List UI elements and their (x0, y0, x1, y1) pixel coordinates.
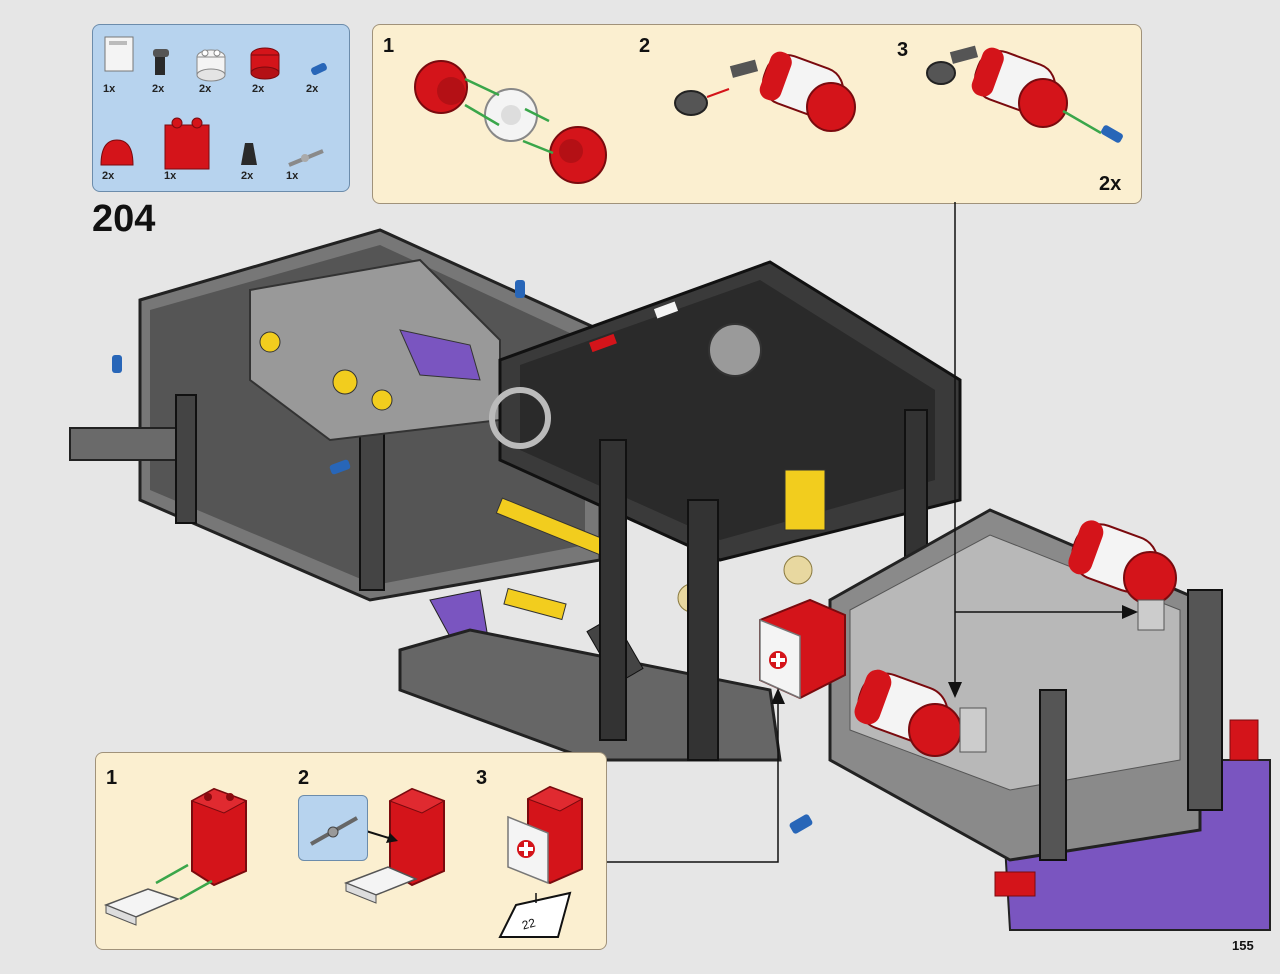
pin-connector-icon (153, 49, 169, 75)
yellow-gear-parts (495, 469, 826, 621)
red-round-brick-icon (250, 47, 280, 80)
black-cone-icon (241, 143, 257, 165)
part-qty: 1x (164, 170, 177, 182)
part-qty: 2x (252, 83, 265, 95)
parts-list-art (100, 36, 327, 170)
sub-step-3-label: 3 (897, 39, 909, 61)
red-white-cylinder-icon (759, 51, 856, 132)
sub-step-1-label: 1 (106, 767, 118, 789)
callout-arrow (365, 830, 398, 843)
vertical-frame (599, 409, 928, 761)
tile-sticker-icon (104, 36, 134, 72)
step-number: 204 (92, 198, 156, 240)
sub-assembly-multiplier: 2x (1099, 173, 1122, 195)
sub-assembly-bottom-art (103, 785, 584, 938)
page-number: 155 (1232, 938, 1254, 953)
first-aid-box (507, 815, 549, 885)
assembly-arrow (464, 77, 554, 155)
part-qty: 1x (103, 83, 116, 95)
red-brick-2x2-icon (190, 787, 248, 887)
sub-assembly-top-panel: 1 2 3 2x (372, 24, 1142, 204)
tank-lower-left (854, 669, 987, 757)
part-qty: 2x (152, 83, 165, 95)
red-white-cylinder-icon (971, 47, 1068, 128)
sub-step-2-label: 2 (298, 767, 310, 789)
parts-list-panel: 1x 2x 2x 2x 2x 2x 1x 2x 1x (92, 24, 350, 192)
white-round-brick-icon (196, 49, 226, 82)
tile-sticker-icon (103, 888, 181, 926)
red-round-brick-icon (414, 60, 468, 114)
black-cone-icon (674, 88, 730, 116)
tank-upper-right (1068, 520, 1177, 631)
blue-axle-pin-icon (311, 62, 327, 76)
grey-antenna-icon (310, 816, 358, 846)
callout-lines (605, 202, 1130, 863)
sub-step-2-label: 2 (639, 35, 651, 57)
grey-antenna-icon (288, 149, 324, 167)
white-round-brick-icon (484, 88, 538, 142)
red-brick-2x2-icon (164, 117, 210, 170)
pin-connector-icon (729, 59, 759, 78)
part-qty: 1x (286, 170, 299, 182)
part-qty: 2x (241, 170, 254, 182)
part-qty: 2x (102, 170, 115, 182)
black-cone-icon (926, 45, 979, 85)
part-qty: 2x (306, 83, 319, 95)
sub-step-1-label: 1 (383, 35, 395, 57)
lower-beams (398, 615, 782, 762)
first-aid-box (759, 598, 846, 700)
blue-axle-pin-icon (1062, 109, 1123, 143)
part-qty: 2x (199, 83, 212, 95)
sticker-sheet-icon (498, 891, 572, 938)
sub-assembly-bottom-panel: 1 2 3 22 (95, 752, 607, 950)
red-brick-2x2-icon (388, 787, 446, 887)
sub-assembly-top-art (414, 45, 1123, 184)
sub-step-3-label: 3 (476, 767, 488, 789)
callout-arrowheads (771, 605, 1138, 704)
tile-sticker-icon (343, 866, 418, 904)
red-dome-icon (100, 139, 134, 166)
blue-pins (112, 280, 813, 834)
red-round-brick-icon (549, 126, 607, 184)
assembly-arrow (155, 863, 213, 901)
antenna-callout (298, 795, 368, 861)
engine-block (249, 258, 501, 442)
